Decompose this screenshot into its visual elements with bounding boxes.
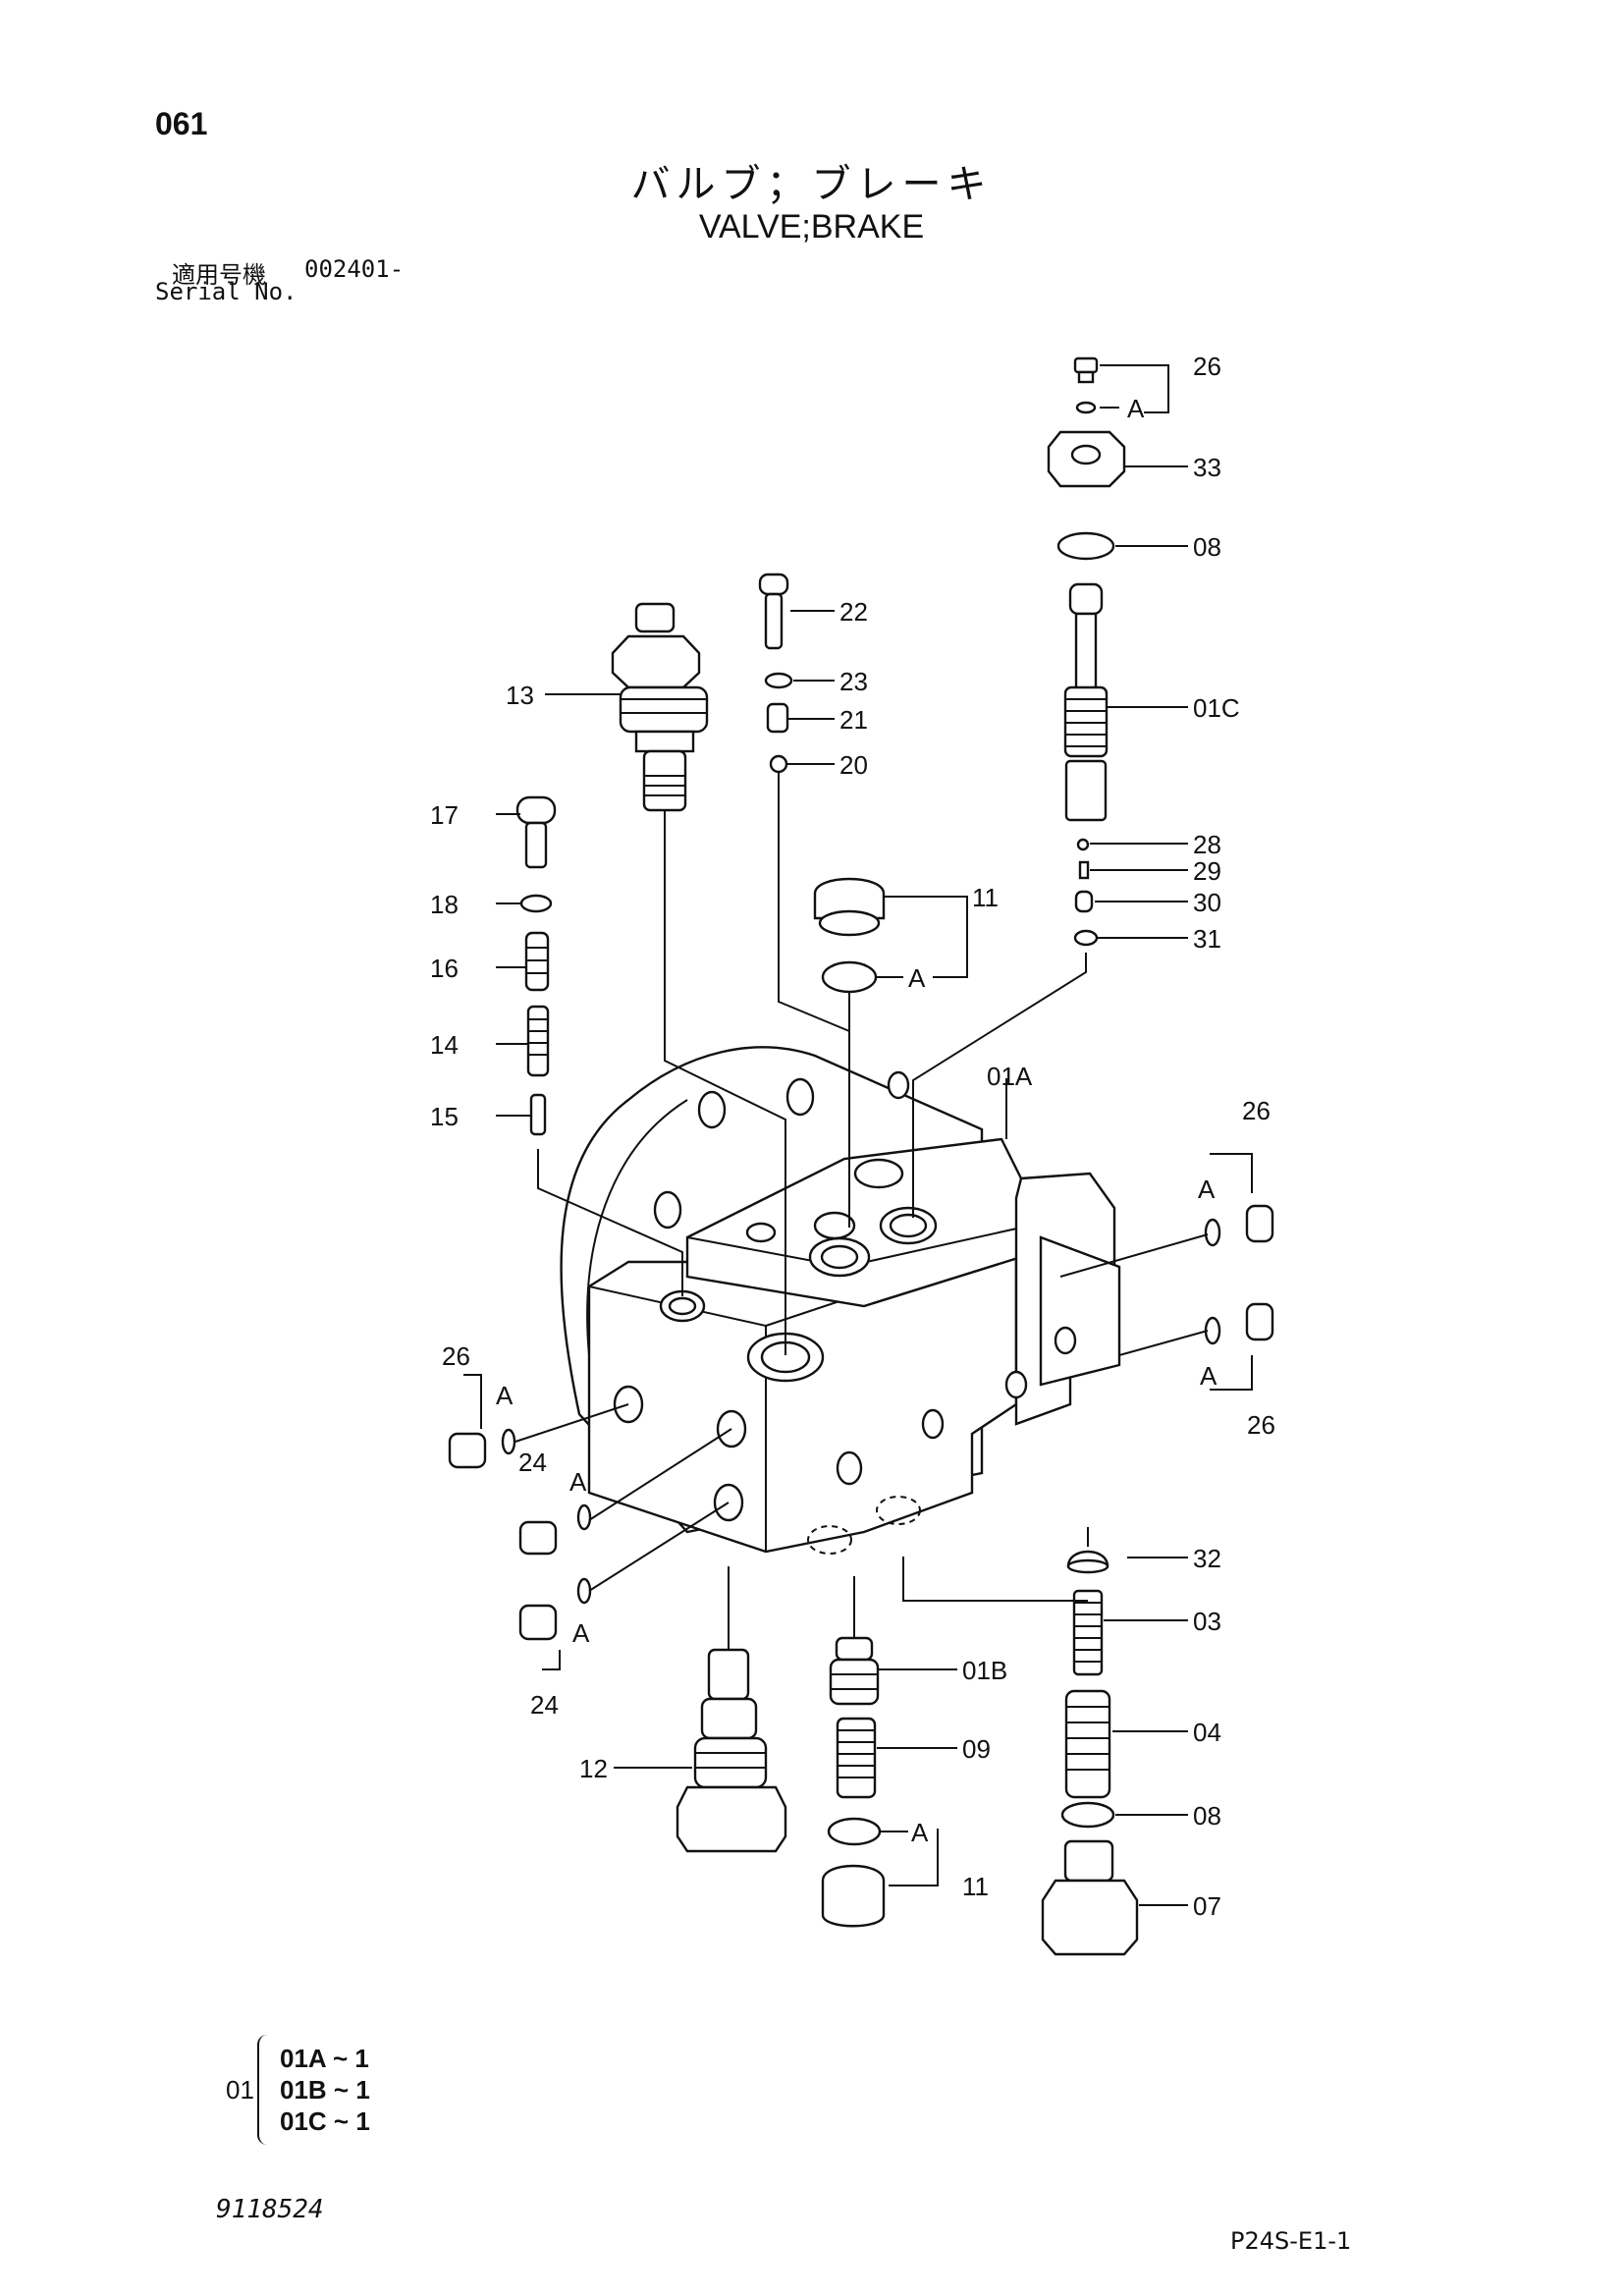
callout-a-11-bottom: A xyxy=(911,1818,929,1847)
drawing-number: 9118524 xyxy=(216,2195,324,2224)
callout-11-bottom: 11 xyxy=(962,1872,989,1901)
callout-23: 23 xyxy=(839,667,868,696)
kit-brace xyxy=(257,2035,273,2145)
callout-labels: 26 A 33 08 01C 28 29 30 31 22 23 21 20 1… xyxy=(430,352,1275,1921)
callout-01A: 01A xyxy=(987,1062,1033,1091)
callout-03: 03 xyxy=(1193,1607,1221,1636)
callout-a-right-1: A xyxy=(1198,1175,1216,1204)
kit-row-01A: 01A ~ 1 xyxy=(280,2044,369,2073)
callout-12: 12 xyxy=(579,1754,608,1783)
left-side-plugs xyxy=(448,1428,592,1641)
callout-29: 29 xyxy=(1193,856,1221,886)
callout-24-left-1: 24 xyxy=(518,1448,547,1477)
callout-01C: 01C xyxy=(1193,693,1240,723)
callout-01B: 01B xyxy=(962,1656,1007,1685)
callout-18: 18 xyxy=(430,890,459,919)
callout-a-right-2: A xyxy=(1200,1361,1217,1391)
callout-26-top: 26 xyxy=(1193,352,1221,381)
callout-24-left-2: 24 xyxy=(530,1690,559,1720)
callout-a-left-1: A xyxy=(496,1381,514,1410)
title-english: VALVE;BRAKE xyxy=(698,208,925,246)
callout-15: 15 xyxy=(430,1102,459,1131)
right-side-plugs xyxy=(1204,1204,1274,1345)
serial-label-english: Serial No. xyxy=(155,278,298,305)
upper-center-parts xyxy=(611,573,886,994)
callout-28: 28 xyxy=(1193,830,1221,859)
callout-08-top: 08 xyxy=(1193,532,1221,562)
callout-30: 30 xyxy=(1193,888,1221,917)
callout-22: 22 xyxy=(839,597,868,627)
page-identifier: P24S-E1-1 xyxy=(1230,2227,1352,2255)
callout-17: 17 xyxy=(430,800,459,830)
kit-row-01B: 01B ~ 1 xyxy=(280,2075,370,2105)
callout-13: 13 xyxy=(506,681,534,710)
callout-a-top: A xyxy=(1127,394,1145,423)
valve-body-01A xyxy=(560,1046,1121,1555)
callout-08-bottom: 08 xyxy=(1193,1801,1221,1831)
callout-26-left: 26 xyxy=(442,1341,470,1371)
callout-16: 16 xyxy=(430,954,459,983)
callout-09: 09 xyxy=(962,1734,991,1764)
kit-list: 01A ~ 1 01B ~ 1 01C ~ 1 xyxy=(280,2043,370,2137)
title-japanese: バルブ；ブレーキ xyxy=(630,162,993,207)
callout-26-right-1: 26 xyxy=(1242,1096,1271,1125)
callout-31: 31 xyxy=(1193,924,1221,954)
callout-a-left-3: A xyxy=(572,1618,590,1648)
callout-33: 33 xyxy=(1193,453,1221,482)
leader-lines xyxy=(463,364,1253,1906)
lower-parts xyxy=(676,1550,1139,1956)
callout-07: 07 xyxy=(1193,1891,1221,1921)
callout-14: 14 xyxy=(430,1030,459,1060)
upper-right-parts xyxy=(1047,356,1126,947)
kit-row-01C: 01C ~ 1 xyxy=(280,2106,370,2136)
callout-04: 04 xyxy=(1193,1718,1221,1747)
callout-a-11-top: A xyxy=(908,963,926,993)
callout-20: 20 xyxy=(839,750,868,780)
page-number: 061 xyxy=(155,106,208,141)
callout-a-left-2: A xyxy=(569,1467,587,1497)
callout-26-right-2: 26 xyxy=(1247,1410,1275,1440)
left-column-parts xyxy=(515,795,557,1136)
kit-parent-number: 01 xyxy=(226,2075,254,2105)
serial-value: 002401- xyxy=(304,255,405,283)
callout-21: 21 xyxy=(839,705,868,735)
callout-32: 32 xyxy=(1193,1544,1221,1573)
callout-11-top: 11 xyxy=(972,883,999,912)
serial-label-japanese: 適用号機 xyxy=(172,261,266,289)
